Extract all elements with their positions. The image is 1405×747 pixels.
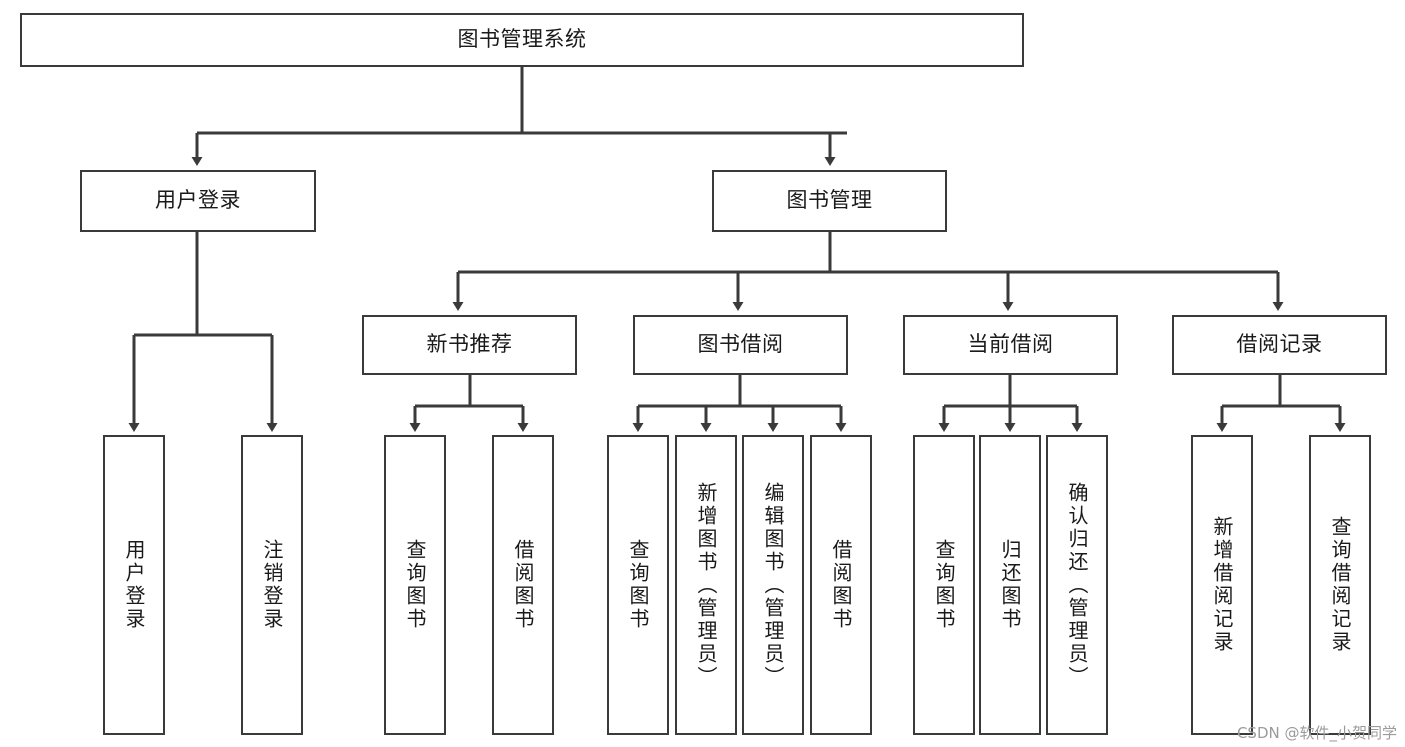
leaf-label: 确认归还（管理员） xyxy=(1065,481,1089,689)
leaf-borrow-query-book[interactable]: 查询图书 xyxy=(607,435,669,735)
leaf-label: 查询图书 xyxy=(932,539,956,631)
node-label: 借阅记录 xyxy=(1236,332,1323,357)
node-root-system[interactable]: 图书管理系统 xyxy=(20,13,1024,67)
node-borrow-record[interactable]: 借阅记录 xyxy=(1172,315,1387,375)
node-label: 新书推荐 xyxy=(426,332,513,357)
leaf-label: 查询图书 xyxy=(403,539,427,631)
node-label: 图书管理 xyxy=(786,188,873,213)
leaf-current-confirm-return-admin[interactable]: 确认归还（管理员） xyxy=(1046,435,1108,735)
leaf-record-add-record[interactable]: 新增借阅记录 xyxy=(1191,435,1253,735)
leaf-recommend-borrow-book[interactable]: 借阅图书 xyxy=(492,435,554,735)
node-label: 图书管理系统 xyxy=(457,27,587,52)
leaf-current-return-book[interactable]: 归还图书 xyxy=(979,435,1041,735)
node-label: 用户登录 xyxy=(155,188,241,213)
leaf-label: 用户登录 xyxy=(122,539,146,631)
watermark-text: CSDN @软件_小贺同学 xyxy=(1236,724,1397,742)
leaf-label: 新增借阅记录 xyxy=(1210,516,1234,654)
leaf-borrow-borrow-book[interactable]: 借阅图书 xyxy=(810,435,872,735)
leaf-user-login[interactable]: 用户登录 xyxy=(103,435,165,735)
node-label: 当前借阅 xyxy=(967,332,1054,357)
leaf-label: 编辑图书（管理员） xyxy=(761,481,785,689)
leaf-current-query-book[interactable]: 查询图书 xyxy=(913,435,975,735)
leaf-label: 新增图书（管理员） xyxy=(694,481,718,689)
leaf-label: 查询借阅记录 xyxy=(1328,516,1352,654)
node-book-management[interactable]: 图书管理 xyxy=(712,170,947,232)
node-new-book-recommend[interactable]: 新书推荐 xyxy=(362,315,577,375)
leaf-label: 归还图书 xyxy=(998,539,1022,631)
node-current-borrow[interactable]: 当前借阅 xyxy=(903,315,1118,375)
leaf-label: 借阅图书 xyxy=(829,539,853,631)
leaf-user-logout[interactable]: 注销登录 xyxy=(241,435,303,735)
leaf-label: 查询图书 xyxy=(626,539,650,631)
node-label: 图书借阅 xyxy=(697,332,784,357)
leaf-label: 借阅图书 xyxy=(511,539,535,631)
leaf-borrow-edit-book-admin[interactable]: 编辑图书（管理员） xyxy=(742,435,804,735)
node-user-login[interactable]: 用户登录 xyxy=(80,170,316,232)
leaf-label: 注销登录 xyxy=(260,539,284,631)
leaf-borrow-add-book-admin[interactable]: 新增图书（管理员） xyxy=(675,435,737,735)
node-book-borrow[interactable]: 图书借阅 xyxy=(633,315,848,375)
leaf-recommend-query-book[interactable]: 查询图书 xyxy=(384,435,446,735)
leaf-record-query-record[interactable]: 查询借阅记录 xyxy=(1309,435,1371,735)
